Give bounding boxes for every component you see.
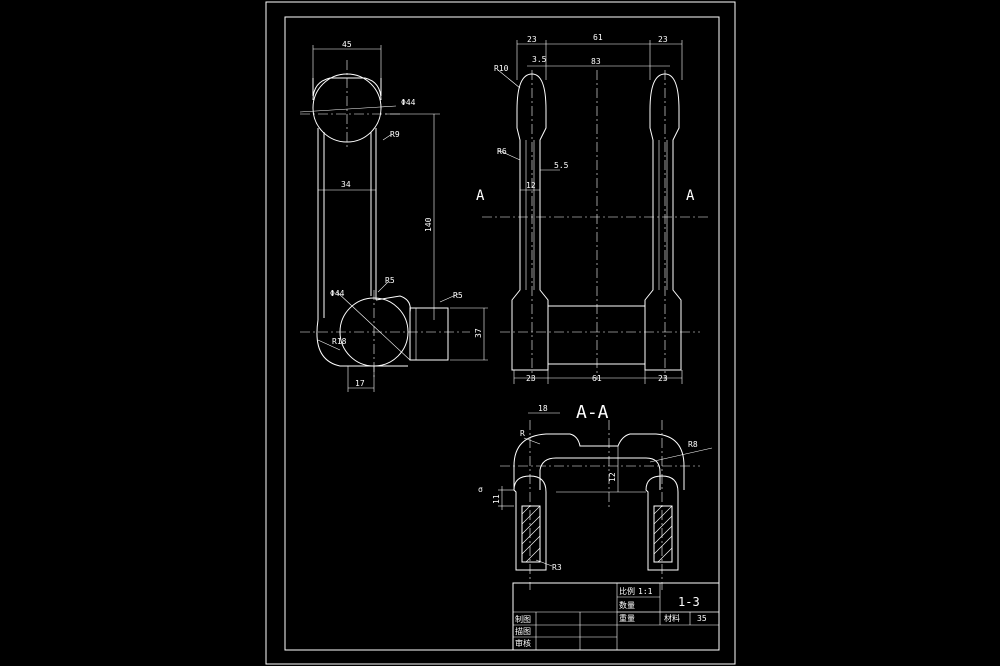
designer-label: 制图: [515, 614, 531, 624]
dim-bottom-mid: 61: [592, 374, 602, 383]
dim-bottom-left: 23: [526, 374, 536, 383]
dim-bottom-offset: 17: [355, 379, 365, 388]
sheet-inner-border: [284, 16, 720, 651]
dim-r-mid: R5: [385, 276, 395, 285]
section-view: 18 A-A R R8 12 σ 11 R3: [478, 402, 713, 590]
dim-r-bottom: R18: [332, 337, 347, 346]
dim-small: 3.5: [532, 55, 547, 64]
dim-bottom-right: 23: [658, 374, 668, 383]
drafter-label: 描图: [515, 626, 531, 636]
scale-label: 比例: [619, 586, 635, 596]
side-view: 23 61 23 83 3.5 R10 R6 5.5 12 23 61 23 A…: [476, 33, 710, 384]
reviewer-label: 审核: [515, 638, 531, 648]
section-mark-right: A: [686, 188, 695, 204]
dim-top-mid: 61: [593, 33, 603, 42]
dim-top-left: 23: [527, 35, 537, 44]
weight-label: 重量: [619, 613, 635, 623]
dim-height: 140: [424, 217, 433, 232]
dim-boss-height: 37: [474, 328, 483, 338]
dim-gap: 5.5: [554, 161, 569, 170]
material-label: 材料: [664, 613, 680, 623]
sheet-outer-border: [265, 1, 736, 665]
drawing-number: 1-3: [678, 595, 700, 609]
qty-label: 数量: [619, 600, 635, 610]
dim-r-inner: R6: [497, 147, 507, 156]
dim-r-top-side: R10: [494, 64, 509, 73]
dim-top-right: 23: [658, 35, 668, 44]
dim-section-height: 12: [608, 472, 617, 482]
material-value: 35: [697, 614, 707, 623]
scale-value: 1:1: [638, 587, 653, 596]
title-block: 比例 1:1 数量 重量 材料 35 1-3 制图 描图 审核: [512, 582, 720, 651]
dim-phi-bottom: Φ44: [330, 289, 345, 298]
dim-r-top: R9: [390, 130, 400, 139]
dim-overall: 83: [591, 57, 601, 66]
dim-inner-width: 34: [341, 180, 351, 189]
dim-section-small: σ: [478, 485, 483, 494]
front-view: 45 Φ44 R9 34 140 R5 R5 Φ44 R18 17 37: [299, 40, 488, 392]
dim-section-offset: 11: [492, 494, 501, 504]
section-mark-left: A: [476, 188, 485, 204]
dim-rod-width: 12: [526, 181, 536, 190]
dim-top-width: 45: [342, 40, 352, 49]
dim-section-r-right: R8: [688, 440, 698, 449]
section-title: A-A: [576, 402, 609, 423]
dim-section-width: 18: [538, 404, 548, 413]
dim-section-r-bottom: R3: [552, 563, 562, 572]
dim-r-boss: R5: [453, 291, 463, 300]
dim-section-r-left: R: [520, 429, 525, 438]
dim-phi-top: Φ44: [401, 98, 416, 107]
